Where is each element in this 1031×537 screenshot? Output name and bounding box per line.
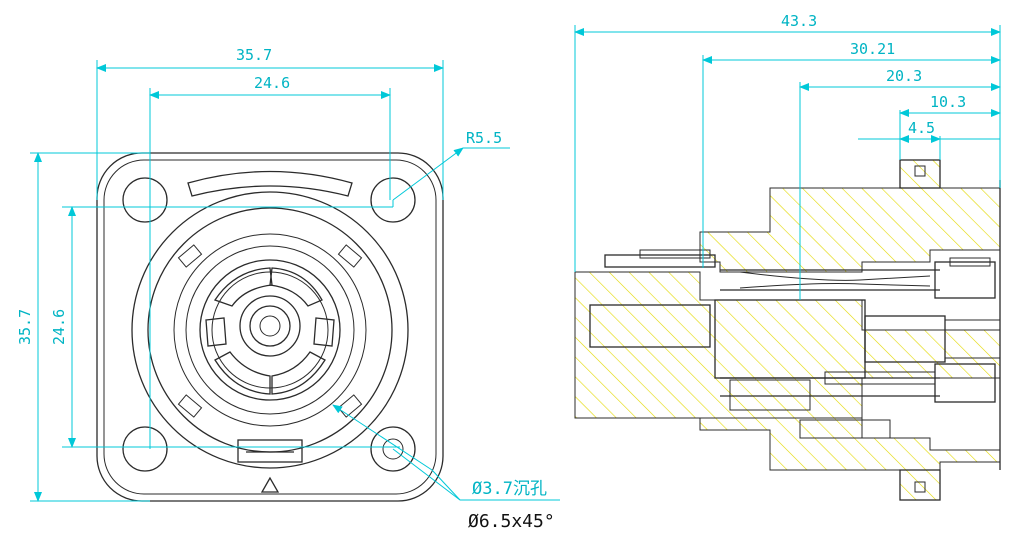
contact-pins <box>205 267 335 395</box>
orientation-triangle <box>260 476 280 493</box>
dim-radius: R5.5 <box>466 129 502 147</box>
section-view <box>574 159 1001 501</box>
latch <box>237 439 303 463</box>
dim-height-outer: 35.7 <box>16 309 34 345</box>
top-arc-slot <box>187 170 353 197</box>
front-view <box>96 152 444 502</box>
housing-ring <box>131 191 409 469</box>
mounting-holes <box>122 177 416 472</box>
dim-d: 4.5 <box>908 119 935 137</box>
dim-overall: 43.3 <box>781 12 817 30</box>
dim-width-inner: 24.6 <box>254 74 290 92</box>
section-view-dimensions: 43.3 30.21 20.3 10.3 4.5 <box>574 12 1001 300</box>
front-view-dimensions: 35.7 24.6 35.7 24.6 R5.5 Ø3.7沉孔 Ø6.5x45° <box>16 46 560 532</box>
dim-height-inner: 24.6 <box>50 309 68 345</box>
dim-width-outer: 35.7 <box>236 46 272 64</box>
flange-outline <box>96 152 444 502</box>
dim-b: 20.3 <box>886 67 922 85</box>
note-hole: Ø3.7沉孔 <box>472 479 547 499</box>
dim-c: 10.3 <box>930 93 966 111</box>
cable-bore <box>589 304 711 348</box>
dim-a: 30.21 <box>850 40 895 58</box>
note-chamfer: Ø6.5x45° <box>468 511 555 532</box>
center-pin <box>239 295 301 357</box>
